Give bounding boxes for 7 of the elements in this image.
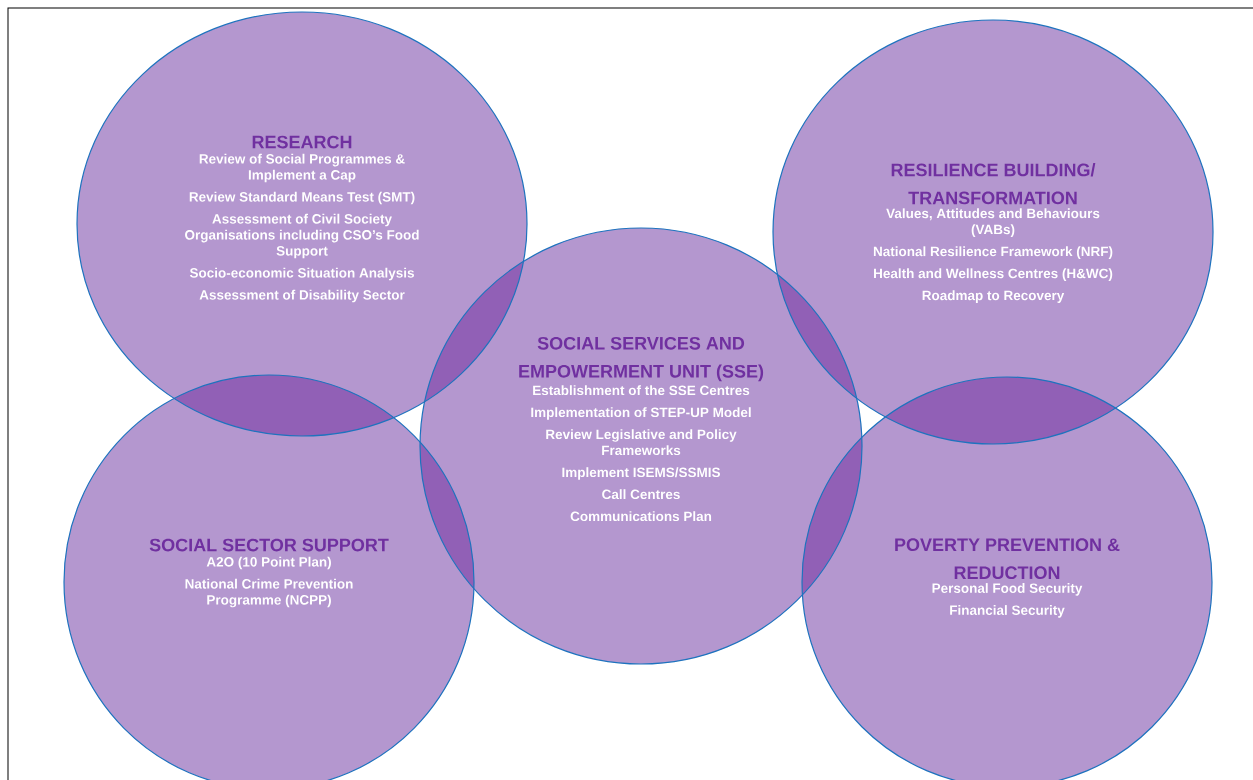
circle-text: RESILIENCE BUILDING/ TRANSFORMATION Values, Attitudes and Behaviours (VABs) National Resilience Framework (NRF) Health and Wellness Centres (H&WC) Roadmap to Recovery [873, 163, 1113, 303]
circle-text: SOCIAL SERVICES AND EMPOWERMENT UNIT (SSE) Establishment of the SSE Centres Implementation of STEP-UP Model Review Legislative and Policy Frameworks Implement ISEMS/SSMIS Call Centres Communications Plan [519, 336, 764, 522]
circle-text: SOCIAL SECTOR SUPPORT A2O (10 Point Plan) National Crime Prevention Programme (NCPP) [149, 538, 389, 608]
circle-text: RESEARCH Review of Social Programmes & Implement a Cap Review Standard Means Test (SMT) Assessment of Civil Society Organisations including CSO’s Food Support Socio-economic Situation Analysis Assessment of Disability Sector [185, 135, 419, 303]
circle [419, 227, 863, 665]
circle [772, 19, 1214, 445]
circle-text: POVERTY PREVENTION & REDUCTION Personal Food Security Financial Security [895, 538, 1120, 618]
